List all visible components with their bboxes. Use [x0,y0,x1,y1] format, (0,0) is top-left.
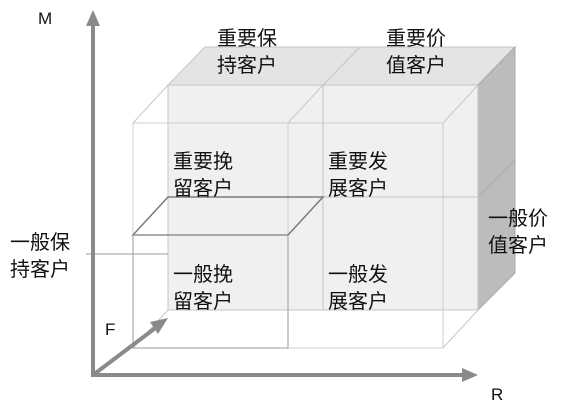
label-important-value-line2: 值客户 [386,53,446,77]
r-axis-arrowhead [462,368,478,382]
cube-side-divider [477,159,516,198]
f-axis-label: F [105,320,115,339]
label-general-retain-line2: 留客户 [173,289,233,313]
cell-general-develop [322,196,479,311]
cell-important-develop [322,84,479,198]
label-important-keep-line1: 重要保 [217,26,277,50]
depth-edge-top-mid [287,84,324,124]
label-general-retain-line1: 一般挽 [173,262,233,286]
m-axis-arrowhead [86,10,100,26]
label-important-retain-line1: 重要挽 [173,149,233,173]
label-general-value-line2: 值客户 [488,233,548,257]
label-general-keep-line1: 一般保 [10,230,70,254]
label-important-value-line1: 重要价 [386,26,446,50]
label-important-keep-line2: 持客户 [217,53,277,77]
label-important-develop-line1: 重要发 [328,149,388,173]
r-axis-label: R [491,385,503,404]
depth-edge-top-right [442,84,479,124]
depth-edge-top-left [132,84,169,124]
cell-important-retain [167,84,324,198]
f-axis-line [91,324,160,377]
f-axis-arrowhead [150,318,168,334]
label-general-keep-line2: 持客户 [10,257,70,281]
label-general-develop-line1: 一般发 [328,262,388,286]
label-general-develop-line2: 展客户 [328,289,388,313]
general-keep-highlight-front [132,234,289,349]
label-important-develop-line2: 展客户 [328,176,388,200]
m-axis-label: M [38,9,52,28]
depth-edge-bottom-right [442,309,479,349]
label-general-value-line1: 一般价 [488,206,548,230]
label-important-retain-line2: 留客户 [173,176,233,200]
cube-top-divider [322,46,361,86]
